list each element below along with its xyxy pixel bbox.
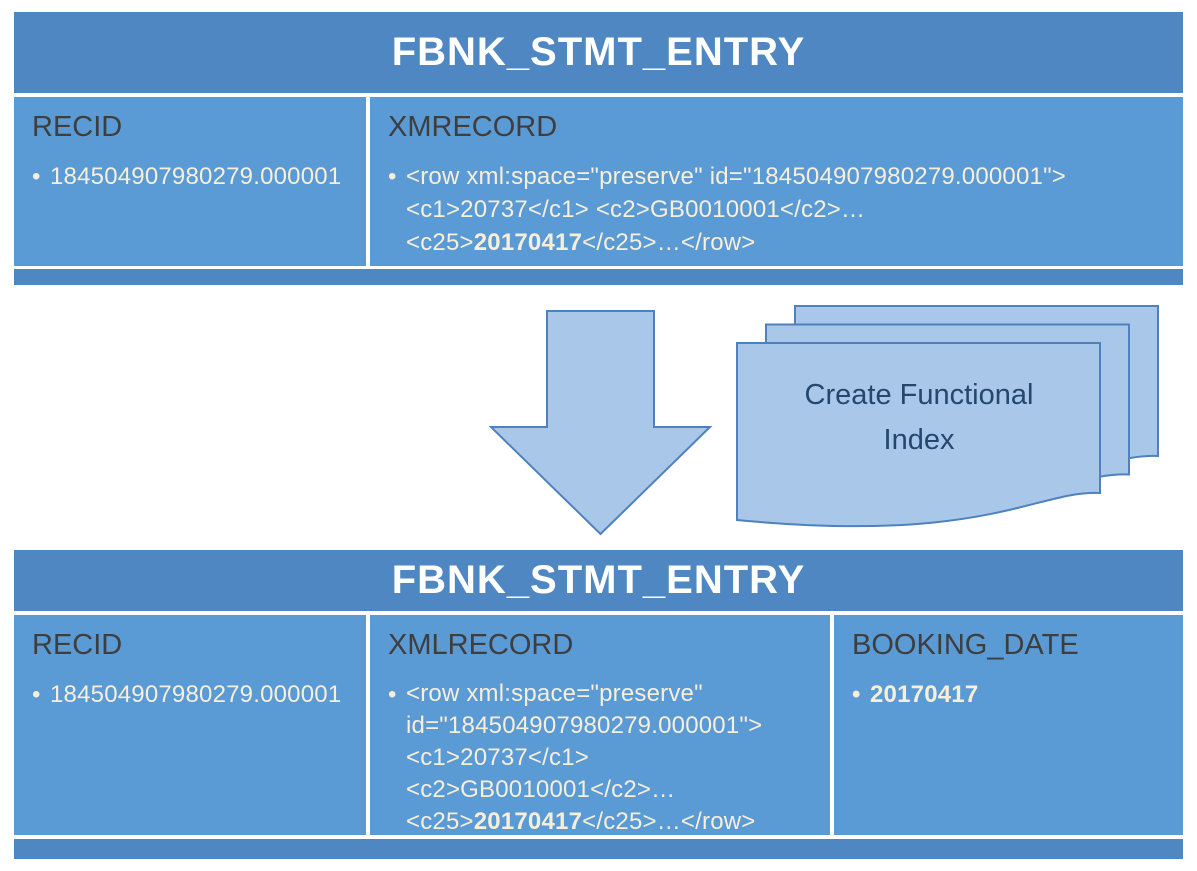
down-arrow-icon	[488, 310, 713, 536]
bottom-xmlrecord-line-5: <c25>20170417</c25>…</row>	[406, 808, 756, 835]
booking-date-value: 20170417	[870, 681, 979, 708]
bottom-xmlrecord-bullet-item: • <row xml:space="preserve" id="18450490…	[388, 678, 816, 835]
top-xmrecord-line-3: <c25>20170417</c25>…</row>	[406, 229, 756, 256]
bullet-icon: •	[388, 681, 397, 708]
bullet-icon: •	[32, 163, 41, 190]
bottom-xmlrecord-cell: XMLRECORD • <row xml:space="preserve" id…	[370, 615, 830, 835]
top-recid-value: 184504907980279.000001	[50, 163, 342, 190]
top-xmrecord-line-1: <row xml:space="preserve" id="1845049079…	[406, 163, 1067, 190]
top-recid-bullet-item: • 184504907980279.000001	[32, 160, 352, 193]
top-table-row: RECID • 184504907980279.000001 XMRECORD …	[14, 97, 1183, 266]
bullet-icon: •	[852, 681, 861, 708]
bottom-table-header-band: FBNK_STMT_ENTRY	[14, 550, 1183, 611]
bottom-booking-date-cell: BOOKING_DATE • 20170417	[834, 615, 1183, 835]
top-table-title: FBNK_STMT_ENTRY	[391, 30, 806, 74]
bottom-xmlrecord-line-3: <c1>20737</c1>	[406, 744, 589, 771]
bottom-recid-bullet-item: • 184504907980279.000001	[32, 678, 352, 711]
booking-date-bullet-item: • 20170417	[852, 678, 1169, 711]
top-xmrecord-value: <row xml:space="preserve" id="1845049079…	[406, 160, 1066, 259]
bottom-table-row: RECID • 184504907980279.000001 XMLRECORD…	[14, 615, 1183, 835]
top-xmrecord-line-2: <c1>20737</c1> <c2>GB0010001</c2>…	[406, 196, 866, 223]
document-front-icon	[736, 342, 1101, 528]
bottom-xmlrecord-line-4: <c2>GB0010001</c2>…	[406, 776, 676, 803]
booking-date-column-header: BOOKING_DATE	[852, 629, 1079, 661]
bullet-icon: •	[388, 163, 397, 190]
bottom-table-footer-band	[14, 839, 1183, 859]
bottom-recid-cell: RECID • 184504907980279.000001	[14, 615, 366, 835]
top-recid-column-header: RECID	[32, 111, 123, 143]
top-table-footer-band	[14, 269, 1183, 285]
bottom-table-title: FBNK_STMT_ENTRY	[391, 558, 806, 602]
top-table-header-band: FBNK_STMT_ENTRY	[14, 12, 1183, 93]
top-xmrecord-column-header: XMRECORD	[388, 111, 558, 143]
top-table: FBNK_STMT_ENTRY RECID • 184504907980279.…	[14, 12, 1183, 285]
bottom-recid-value: 184504907980279.000001	[50, 681, 342, 708]
bottom-xmlrecord-line-1: <row xml:space="preserve"	[406, 680, 703, 707]
flow-shapes	[488, 305, 1159, 536]
bottom-xmlrecord-line-2: id="184504907980279.000001">	[406, 712, 763, 739]
top-xmrecord-cell: XMRECORD • <row xml:space="preserve" id=…	[370, 97, 1183, 266]
bullet-icon: •	[32, 681, 41, 708]
bottom-xmlrecord-column-header: XMLRECORD	[388, 629, 574, 661]
top-recid-cell: RECID • 184504907980279.000001	[14, 97, 366, 266]
bottom-xmlrecord-value: <row xml:space="preserve" id="1845049079…	[406, 678, 762, 835]
bottom-table: FBNK_STMT_ENTRY RECID • 184504907980279.…	[14, 550, 1183, 859]
top-xmrecord-bullet-item: • <row xml:space="preserve" id="18450490…	[388, 160, 1169, 259]
bottom-recid-column-header: RECID	[32, 629, 123, 661]
